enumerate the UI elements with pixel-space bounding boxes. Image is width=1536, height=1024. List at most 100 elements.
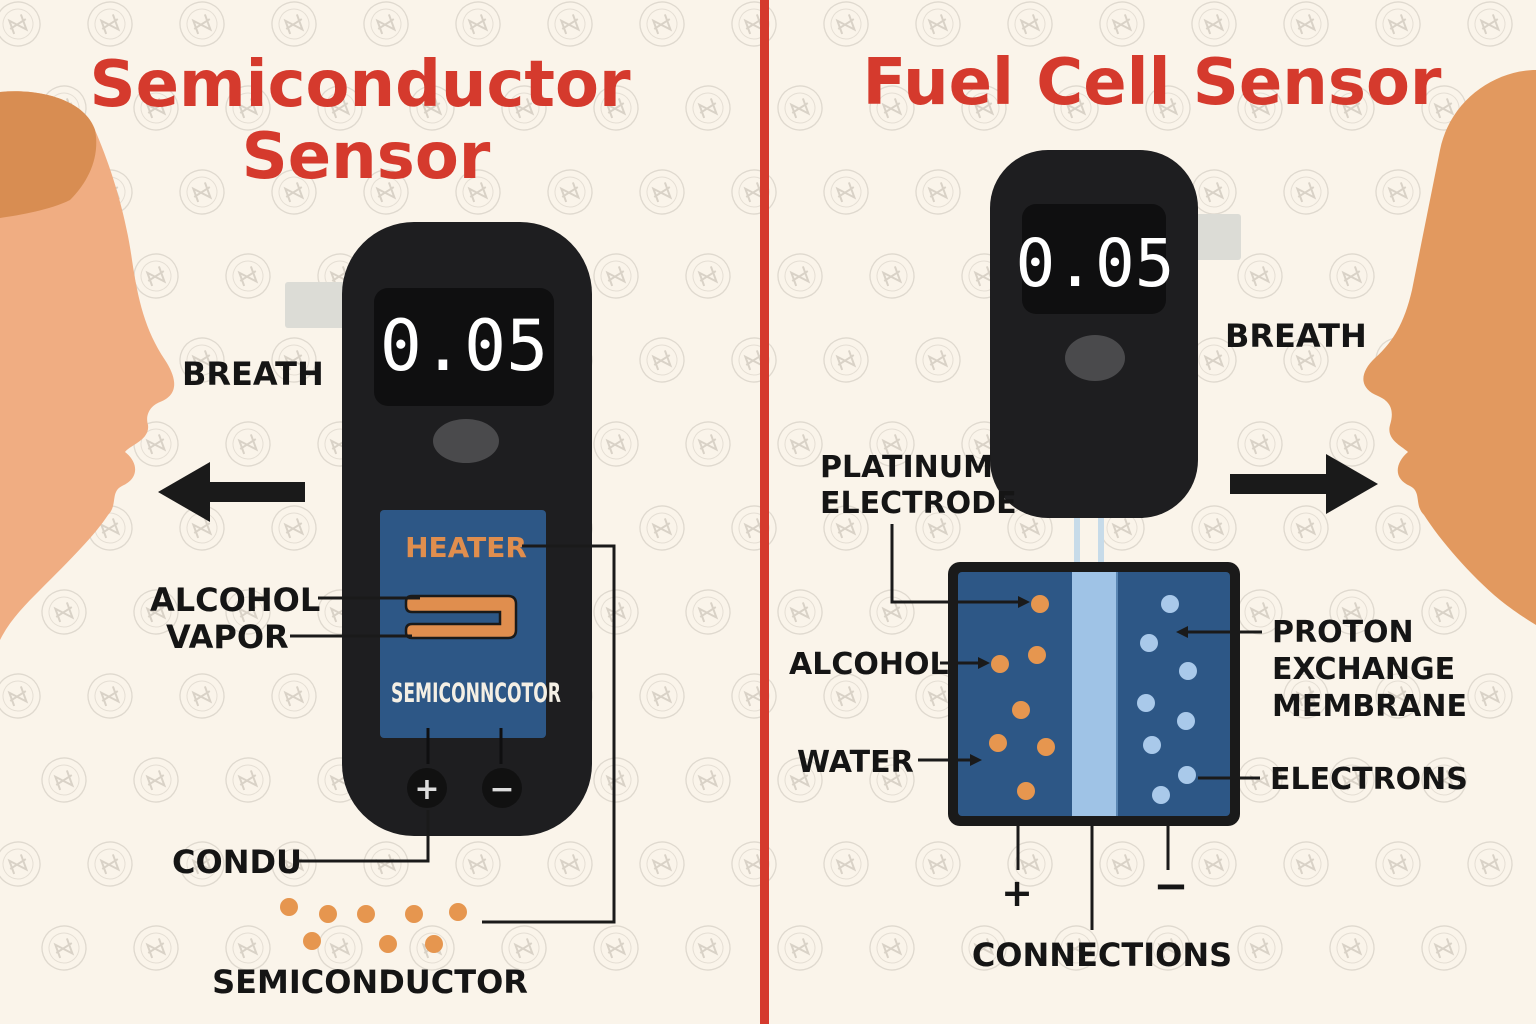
watermark-seal-icon (271, 337, 317, 383)
watermark-seal-icon (1467, 673, 1513, 719)
watermark-seal-icon (1283, 337, 1329, 383)
watermark-seal-icon (87, 673, 133, 719)
watermark-seal-icon (915, 169, 961, 215)
right-power-button[interactable] (1065, 335, 1125, 381)
right-minus-symbol: − (1153, 861, 1188, 910)
watermark-seal-icon (1329, 253, 1375, 299)
watermark-seal-icon (1283, 505, 1329, 551)
watermark-seal-icon (179, 673, 225, 719)
watermark-seal-icon (593, 589, 639, 635)
watermark-seal-icon (961, 925, 1007, 971)
watermark-seal-icon (1329, 85, 1375, 131)
right-face-icon (1363, 70, 1536, 625)
left-title-line2: Sensor (242, 120, 491, 194)
platinum-arrowhead-icon (1018, 596, 1030, 608)
watermark-seal-icon (685, 925, 731, 971)
watermark-seal-icon (225, 757, 271, 803)
watermark-seal-icon (1237, 85, 1283, 131)
proton-label-line2: EXCHANGE (1272, 652, 1455, 687)
watermark-seal-icon (409, 85, 455, 131)
watermark-seal-icon (455, 841, 501, 887)
watermark-seal-icon (1237, 589, 1283, 635)
watermark-seal-icon (593, 757, 639, 803)
watermark-seal-icon (869, 421, 915, 467)
watermark-seal-icon (455, 169, 501, 215)
right-breathalyzer-device: 0.05 (990, 150, 1198, 518)
left-face-icon (0, 91, 175, 641)
watermark-seal-icon (0, 673, 41, 719)
watermark-seal-icon (225, 253, 271, 299)
right-breath-label: BREATH (1225, 317, 1367, 355)
watermark-seal-icon (1191, 337, 1237, 383)
watermark-seal-icon (639, 337, 685, 383)
left-minus-symbol: − (489, 772, 514, 807)
connections-label: CONNECTIONS (972, 936, 1232, 974)
watermark-seal-icon (685, 757, 731, 803)
right-mouthpiece (1185, 214, 1241, 260)
watermark-seal-icon (1099, 841, 1145, 887)
watermark-seal-icon (1375, 841, 1421, 887)
watermark-seal-icon (179, 337, 225, 383)
left-power-button[interactable] (433, 419, 499, 463)
watermark-seal-icon (823, 1, 869, 47)
watermark-seal-icon (1283, 169, 1329, 215)
watermark-seal-icon (225, 925, 271, 971)
watermark-seal-icon (0, 1, 41, 47)
right-display-screen (1022, 204, 1166, 314)
watermark-seal-icon (133, 421, 179, 467)
watermark-seal-icon (1191, 505, 1237, 551)
watermark-seal-icon (1237, 925, 1283, 971)
watermark-seal-icon (639, 169, 685, 215)
watermark-seal-icon (1145, 85, 1191, 131)
watermark-seal-icon (1283, 1, 1329, 47)
watermark-seal-icon (1421, 925, 1467, 971)
left-minus-terminal (482, 768, 522, 808)
platinum-label-line1: PLATINUM (820, 450, 993, 485)
water-label: WATER (797, 745, 914, 780)
alcohol-vapor-label-line2: VAPOR (166, 618, 289, 656)
watermark-seal-icon (1007, 841, 1053, 887)
watermark-seal-icon (133, 757, 179, 803)
watermark-seal-icon (685, 421, 731, 467)
left-plus-terminal (407, 768, 447, 808)
watermark-seal-icon (1375, 505, 1421, 551)
watermark-seal-icon (1191, 1, 1237, 47)
watermark-seal-icon (1329, 925, 1375, 971)
watermark-seal-icon (823, 169, 869, 215)
watermark-seal-icon (1329, 757, 1375, 803)
watermark-seal-icon (777, 421, 823, 467)
watermark-seal-icon (501, 85, 547, 131)
alcohol-particles (989, 595, 1055, 800)
watermark-seal-icon (0, 841, 41, 887)
left-display-value: 0.05 (380, 305, 549, 387)
watermark-seal-icon (1237, 253, 1283, 299)
left-mouthpiece (285, 282, 355, 328)
electron-particles (1137, 595, 1197, 804)
watermark-seal-icon (179, 1, 225, 47)
watermark-seal-icon (87, 1, 133, 47)
watermark-seal-icon (961, 85, 1007, 131)
watermark-seal-icon (133, 925, 179, 971)
watermark-seal-icon (777, 589, 823, 635)
watermark-seal-icon (593, 925, 639, 971)
watermark-seal-icon (1329, 589, 1375, 635)
watermark-seal-icon (823, 673, 869, 719)
watermark-seal-icon (593, 253, 639, 299)
condu-leader-line (298, 810, 430, 863)
heater-leader-line (482, 544, 616, 924)
heater-label: HEATER (405, 531, 527, 564)
watermark-seal-icon (317, 85, 363, 131)
right-plus-symbol: + (1001, 871, 1033, 915)
platinum-label-line2: ELECTRODE (820, 486, 1017, 521)
watermark-seal-icon (823, 337, 869, 383)
watermark-seal-icon (823, 505, 869, 551)
watermark-seal-icon (271, 169, 317, 215)
alcohol-vapor-label-line1: ALCOHOL (150, 581, 320, 619)
left-panel: Semiconductor Sensor BREATH 0.05 HEATER … (0, 48, 631, 1001)
right-alcohol-arrowhead-icon (978, 657, 990, 669)
watermark-seal-icon (685, 589, 731, 635)
left-title-line1: Semiconductor (89, 48, 630, 122)
watermark-seal-icon (869, 85, 915, 131)
watermark-seal-icon (179, 169, 225, 215)
connection-tubes (1074, 518, 1104, 564)
